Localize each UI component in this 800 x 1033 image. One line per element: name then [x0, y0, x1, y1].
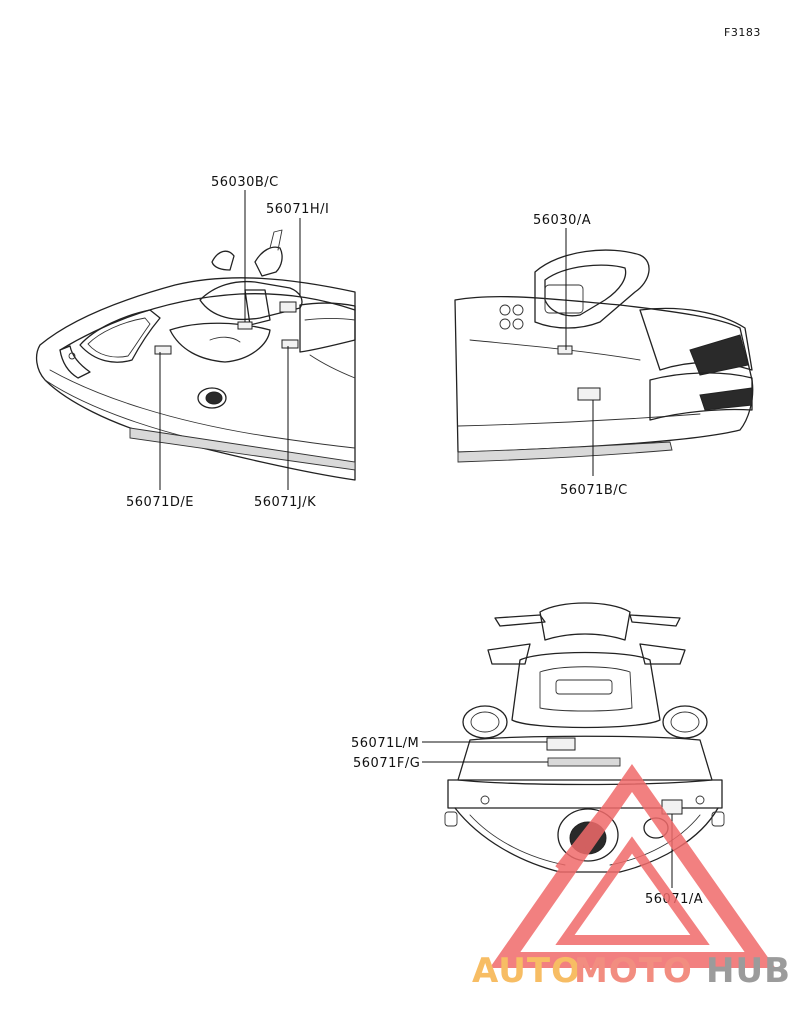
rear-view: 56071L/M 56071F/G 56071/A — [351, 602, 725, 907]
watermark: AUTO MOTO HUB — [472, 764, 791, 991]
watermark-triangle-logo — [489, 764, 776, 968]
label-56071jk: 56071J/K — [254, 495, 316, 510]
label-56071fg: 56071F/G — [353, 756, 420, 771]
label-56071lm: 56071L/M — [351, 736, 419, 751]
rear-quarter-view: 56030/A 56071B/C — [454, 213, 754, 498]
label-56071de: 56071D/E — [126, 495, 194, 510]
side-view: 56030B/C 56071H/I 56071D/E 56071J/K — [35, 175, 356, 510]
watermark-hub: HUB — [706, 951, 791, 991]
decal-56030a — [557, 345, 573, 355]
watermark-auto: AUTO — [472, 951, 581, 991]
figure-code: F3183 — [724, 26, 761, 39]
decal-56071bc — [577, 387, 601, 401]
label-56071bc: 56071B/C — [560, 483, 628, 498]
label-56030a: 56030/A — [533, 213, 591, 228]
decal-56030bc — [237, 321, 253, 330]
rear-quarter-hull — [454, 249, 754, 463]
decal-56071fg — [547, 757, 621, 767]
decal-56071jk — [281, 339, 299, 349]
decal-56071lm — [546, 737, 576, 751]
watermark-moto: MOTO — [574, 951, 693, 991]
decal-56071hi — [279, 301, 297, 313]
label-56071hi: 56071H/I — [266, 202, 329, 217]
label-56030bc: 56030B/C — [211, 175, 279, 190]
side-view-hull — [35, 229, 356, 481]
decal-56071de — [154, 345, 172, 355]
